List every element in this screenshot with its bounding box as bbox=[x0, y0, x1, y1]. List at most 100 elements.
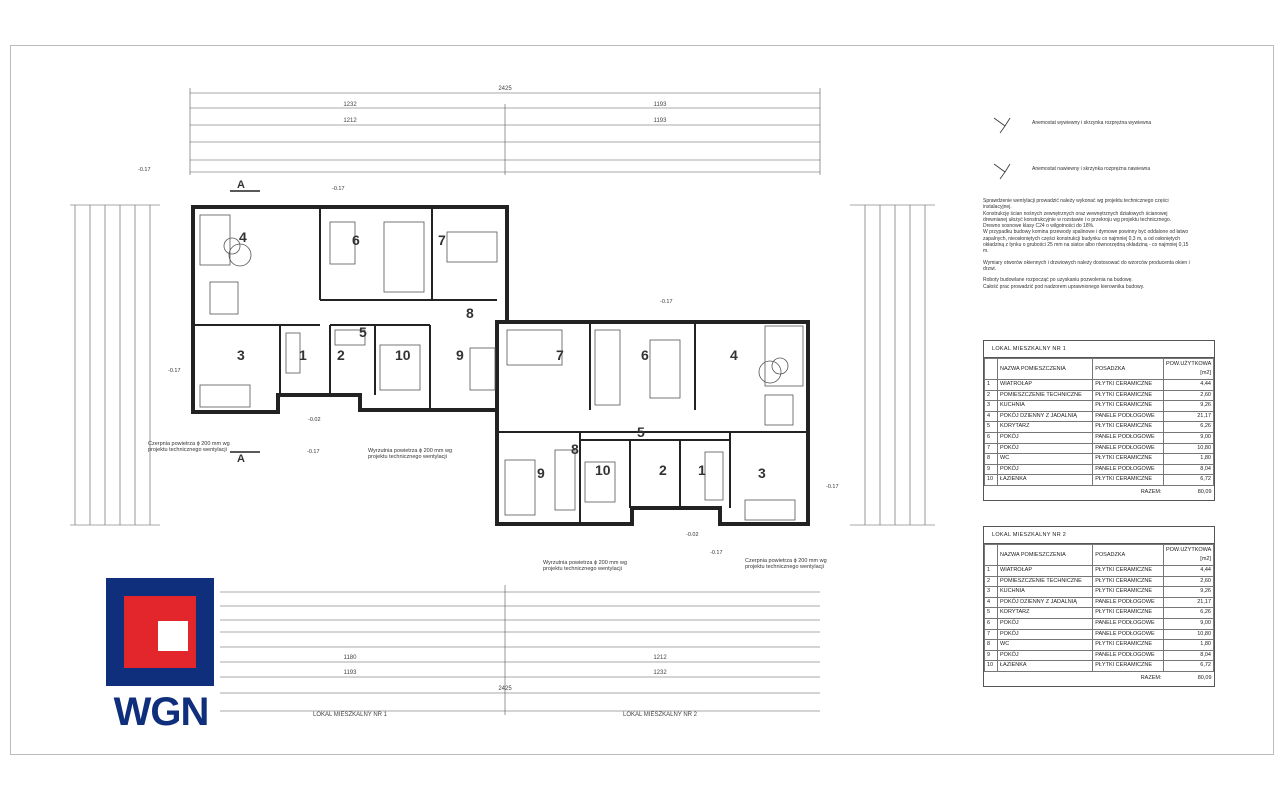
level-mark-2: -0.17 bbox=[332, 186, 345, 192]
top-half-dim-left: 1232 bbox=[343, 102, 357, 108]
level-mark-5: -0.02 bbox=[308, 417, 321, 423]
wgn-logo: WGN bbox=[106, 578, 214, 734]
note-4: W przypadku budowy komina przewody spali… bbox=[983, 229, 1189, 255]
level-mark-1: -0.17 bbox=[138, 167, 151, 173]
total-value: 80,09 bbox=[1197, 675, 1212, 682]
total-value: 80,09 bbox=[1197, 489, 1212, 496]
room-table-unit-2: LOKAL MIESZKALNY NR 2 NAZWA POMIESZCZENI… bbox=[983, 526, 1215, 687]
room-1-unit-2: 1 bbox=[698, 462, 706, 478]
unit-label-2: LOKAL MIESZKALNY NR 2 bbox=[623, 712, 698, 718]
room-1-unit-1: 1 bbox=[299, 347, 307, 363]
bottom-dimension-labels: 2425 1180 1212 1193 1232 LOKAL MIESZKALN… bbox=[313, 655, 698, 718]
col-header-area: POW.UŻYTKOWA [m2] bbox=[1162, 544, 1215, 566]
top-dimension-chains bbox=[189, 88, 821, 175]
room-10-unit-1: 10 bbox=[395, 347, 411, 363]
table-title: LOKAL MIESZKALNY NR 1 bbox=[984, 341, 1214, 358]
caption-exhaust-left: Wyrzutnia powietrza ϕ 200 mm wg projektu… bbox=[368, 448, 453, 460]
bottom-half2-dim-left: 1193 bbox=[344, 670, 358, 676]
top-dimension-labels: 2425 1232 1193 1212 1193 bbox=[343, 86, 667, 124]
total-label: RAZEM: bbox=[1140, 489, 1162, 496]
walls-unit-1 bbox=[191, 205, 509, 414]
level-mark-7: -0.02 bbox=[686, 532, 699, 538]
room-3-unit-2: 3 bbox=[758, 465, 766, 481]
room-2-unit-2: 2 bbox=[659, 462, 667, 478]
room-8-unit-1: 8 bbox=[466, 305, 474, 321]
room-6-unit-1: 6 bbox=[352, 232, 360, 248]
note-1: Sprawdzenie wentylacji prowadzić należy … bbox=[983, 198, 1169, 211]
col-header-name: NAZWA POMIESZCZENIA bbox=[996, 358, 1094, 380]
walls-unit-2 bbox=[495, 320, 810, 526]
note-7: Całość prac prowadzić pod nadzorem upraw… bbox=[983, 283, 1145, 290]
room-5-unit-2: 5 bbox=[637, 424, 645, 440]
bottom-half2-dim-right: 1232 bbox=[653, 670, 667, 676]
legend-supply-label: Anemostat nawiewny i skrzynka rozprężna … bbox=[1032, 166, 1151, 172]
room-8-unit-2: 8 bbox=[571, 441, 579, 457]
logo-text: WGN bbox=[113, 690, 210, 734]
level-mark-9: -0.17 bbox=[710, 550, 723, 556]
level-mark-4: -0.17 bbox=[168, 368, 181, 374]
level-mark-8: -0.17 bbox=[826, 484, 839, 490]
caption-intake-right: Czerpnia powietrza ϕ 200 mm wg projektu … bbox=[745, 558, 827, 570]
table-total-row: RAZEM: 80,09 bbox=[985, 485, 1214, 500]
room-4-unit-1: 4 bbox=[239, 229, 247, 245]
room-9-unit-1: 9 bbox=[456, 347, 464, 363]
unit-label-1: LOKAL MIESZKALNY NR 1 bbox=[313, 712, 388, 718]
room-numbers-unit-2: 7 6 4 5 9 10 2 1 3 8 bbox=[537, 347, 766, 481]
level-mark-3: -0.17 bbox=[660, 299, 673, 305]
legend-exhaust-label: Anemostat wywiewny i skrzynka rozprężna … bbox=[1032, 120, 1152, 126]
room-10-unit-2: 10 bbox=[595, 462, 611, 478]
supply-anemostat-icon bbox=[993, 163, 1011, 180]
room-7-unit-2: 7 bbox=[556, 347, 564, 363]
col-header-area: POW.UŻYTKOWA [m2] bbox=[1162, 358, 1215, 380]
top-overall-dim: 2425 bbox=[498, 86, 512, 92]
total-label: RAZEM: bbox=[1140, 675, 1162, 682]
col-header-floor: POSADZKA bbox=[1092, 544, 1164, 566]
table-title: LOKAL MIESZKALNY NR 2 bbox=[984, 527, 1214, 544]
top-half2-dim-right: 1193 bbox=[654, 118, 668, 124]
furniture bbox=[199, 214, 804, 521]
room-9-unit-2: 9 bbox=[537, 465, 545, 481]
note-6: Roboty budowlane rozpocząć po uzyskaniu … bbox=[983, 277, 1133, 284]
top-half-dim-right: 1193 bbox=[654, 102, 668, 108]
section-mark-bottom: A bbox=[237, 453, 245, 465]
room-table-unit-1: LOKAL MIESZKALNY NR 1 NAZWA POMIESZCZENI… bbox=[983, 340, 1215, 501]
room-numbers-unit-1: 4 6 7 8 3 1 2 5 10 9 bbox=[237, 229, 474, 363]
section-marks: A A bbox=[230, 179, 260, 465]
bottom-half-dim-left: 1180 bbox=[344, 655, 358, 661]
note-3: Drewno sosnowe klasy C24 o wilgotności d… bbox=[983, 223, 1095, 230]
room-3-unit-1: 3 bbox=[237, 347, 245, 363]
logo-white-square bbox=[158, 621, 188, 651]
top-half2-dim-left: 1212 bbox=[343, 118, 357, 124]
room-7-unit-1: 7 bbox=[438, 232, 446, 248]
table-total-row: RAZEM: 80,09 bbox=[985, 671, 1214, 686]
exhaust-anemostat-icon bbox=[993, 117, 1011, 134]
legend-symbols bbox=[993, 117, 1011, 180]
side-dimension-chains bbox=[70, 204, 935, 526]
bottom-dimension-chains bbox=[220, 585, 820, 715]
room-4-unit-2: 4 bbox=[730, 347, 738, 363]
note-5: Wymiary otworów okiennych i drzwiowych n… bbox=[983, 259, 1190, 272]
caption-exhaust-right: Wyrzutnia powietrza ϕ 200 mm wg projektu… bbox=[543, 560, 628, 572]
caption-intake-left: Czerpnia powietrza ϕ 200 mm wg projektu … bbox=[148, 441, 230, 453]
bottom-overall-dim: 2425 bbox=[498, 686, 512, 692]
